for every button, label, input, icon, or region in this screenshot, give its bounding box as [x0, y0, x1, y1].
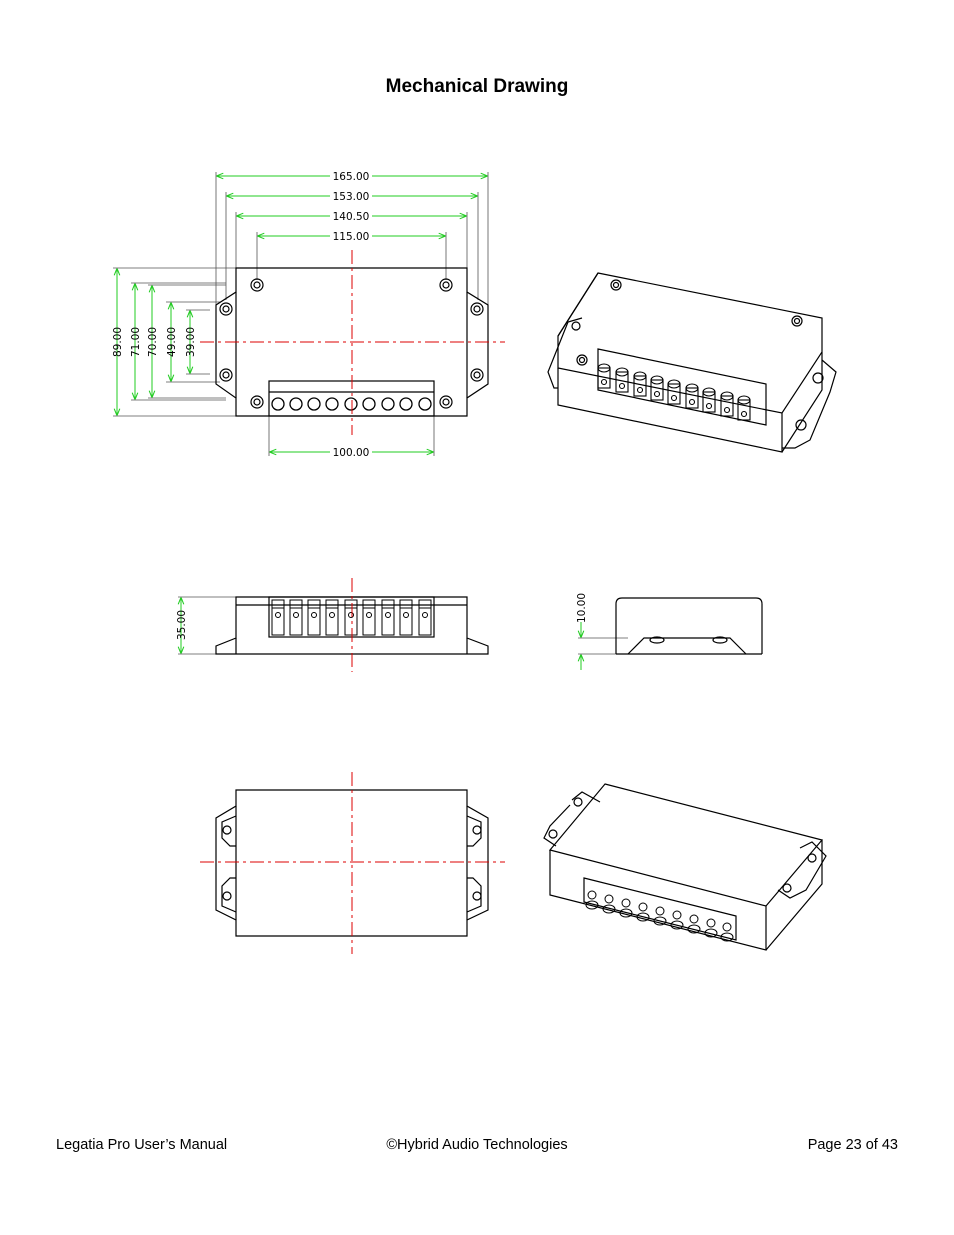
dim-89: 89.00 [112, 327, 124, 357]
isometric-bottom-view [543, 783, 827, 951]
dim-70: 70.00 [147, 327, 159, 357]
dim-49: 49.00 [166, 327, 178, 357]
dim-35: 35.00 [176, 610, 188, 640]
dim-10: 10.00 [576, 593, 588, 623]
top-view: 165.00 153.00 140.50 115.00 100.00 89.00… [112, 170, 505, 459]
terminal-holes [271, 397, 432, 411]
dim-39: 39.00 [185, 327, 197, 357]
isometric-bottom-terminals [585, 890, 734, 942]
page-title: Mechanical Drawing [385, 76, 569, 97]
dim-165: 165.00 [333, 171, 370, 183]
dim-71: 71.00 [130, 327, 142, 357]
side-view: 10.00 [576, 593, 763, 670]
centerlines [200, 250, 505, 435]
footer-manual-title: Legatia Pro User’s Manual [56, 1137, 228, 1153]
bottom-view [200, 772, 505, 954]
footer-copyright: ©Hybrid Audio Technologies [386, 1137, 568, 1153]
front-terminals [271, 599, 432, 636]
isometric-terminals [597, 363, 751, 421]
dim-140: 140.50 [333, 211, 370, 223]
isometric-top-view [547, 272, 837, 453]
footer-page-number: Page 23 of 43 [807, 1137, 898, 1153]
dim-115: 115.00 [333, 231, 370, 243]
front-view: 35.00 [176, 578, 489, 672]
dim-100: 100.00 [333, 447, 370, 459]
dim-153: 153.00 [333, 191, 370, 203]
